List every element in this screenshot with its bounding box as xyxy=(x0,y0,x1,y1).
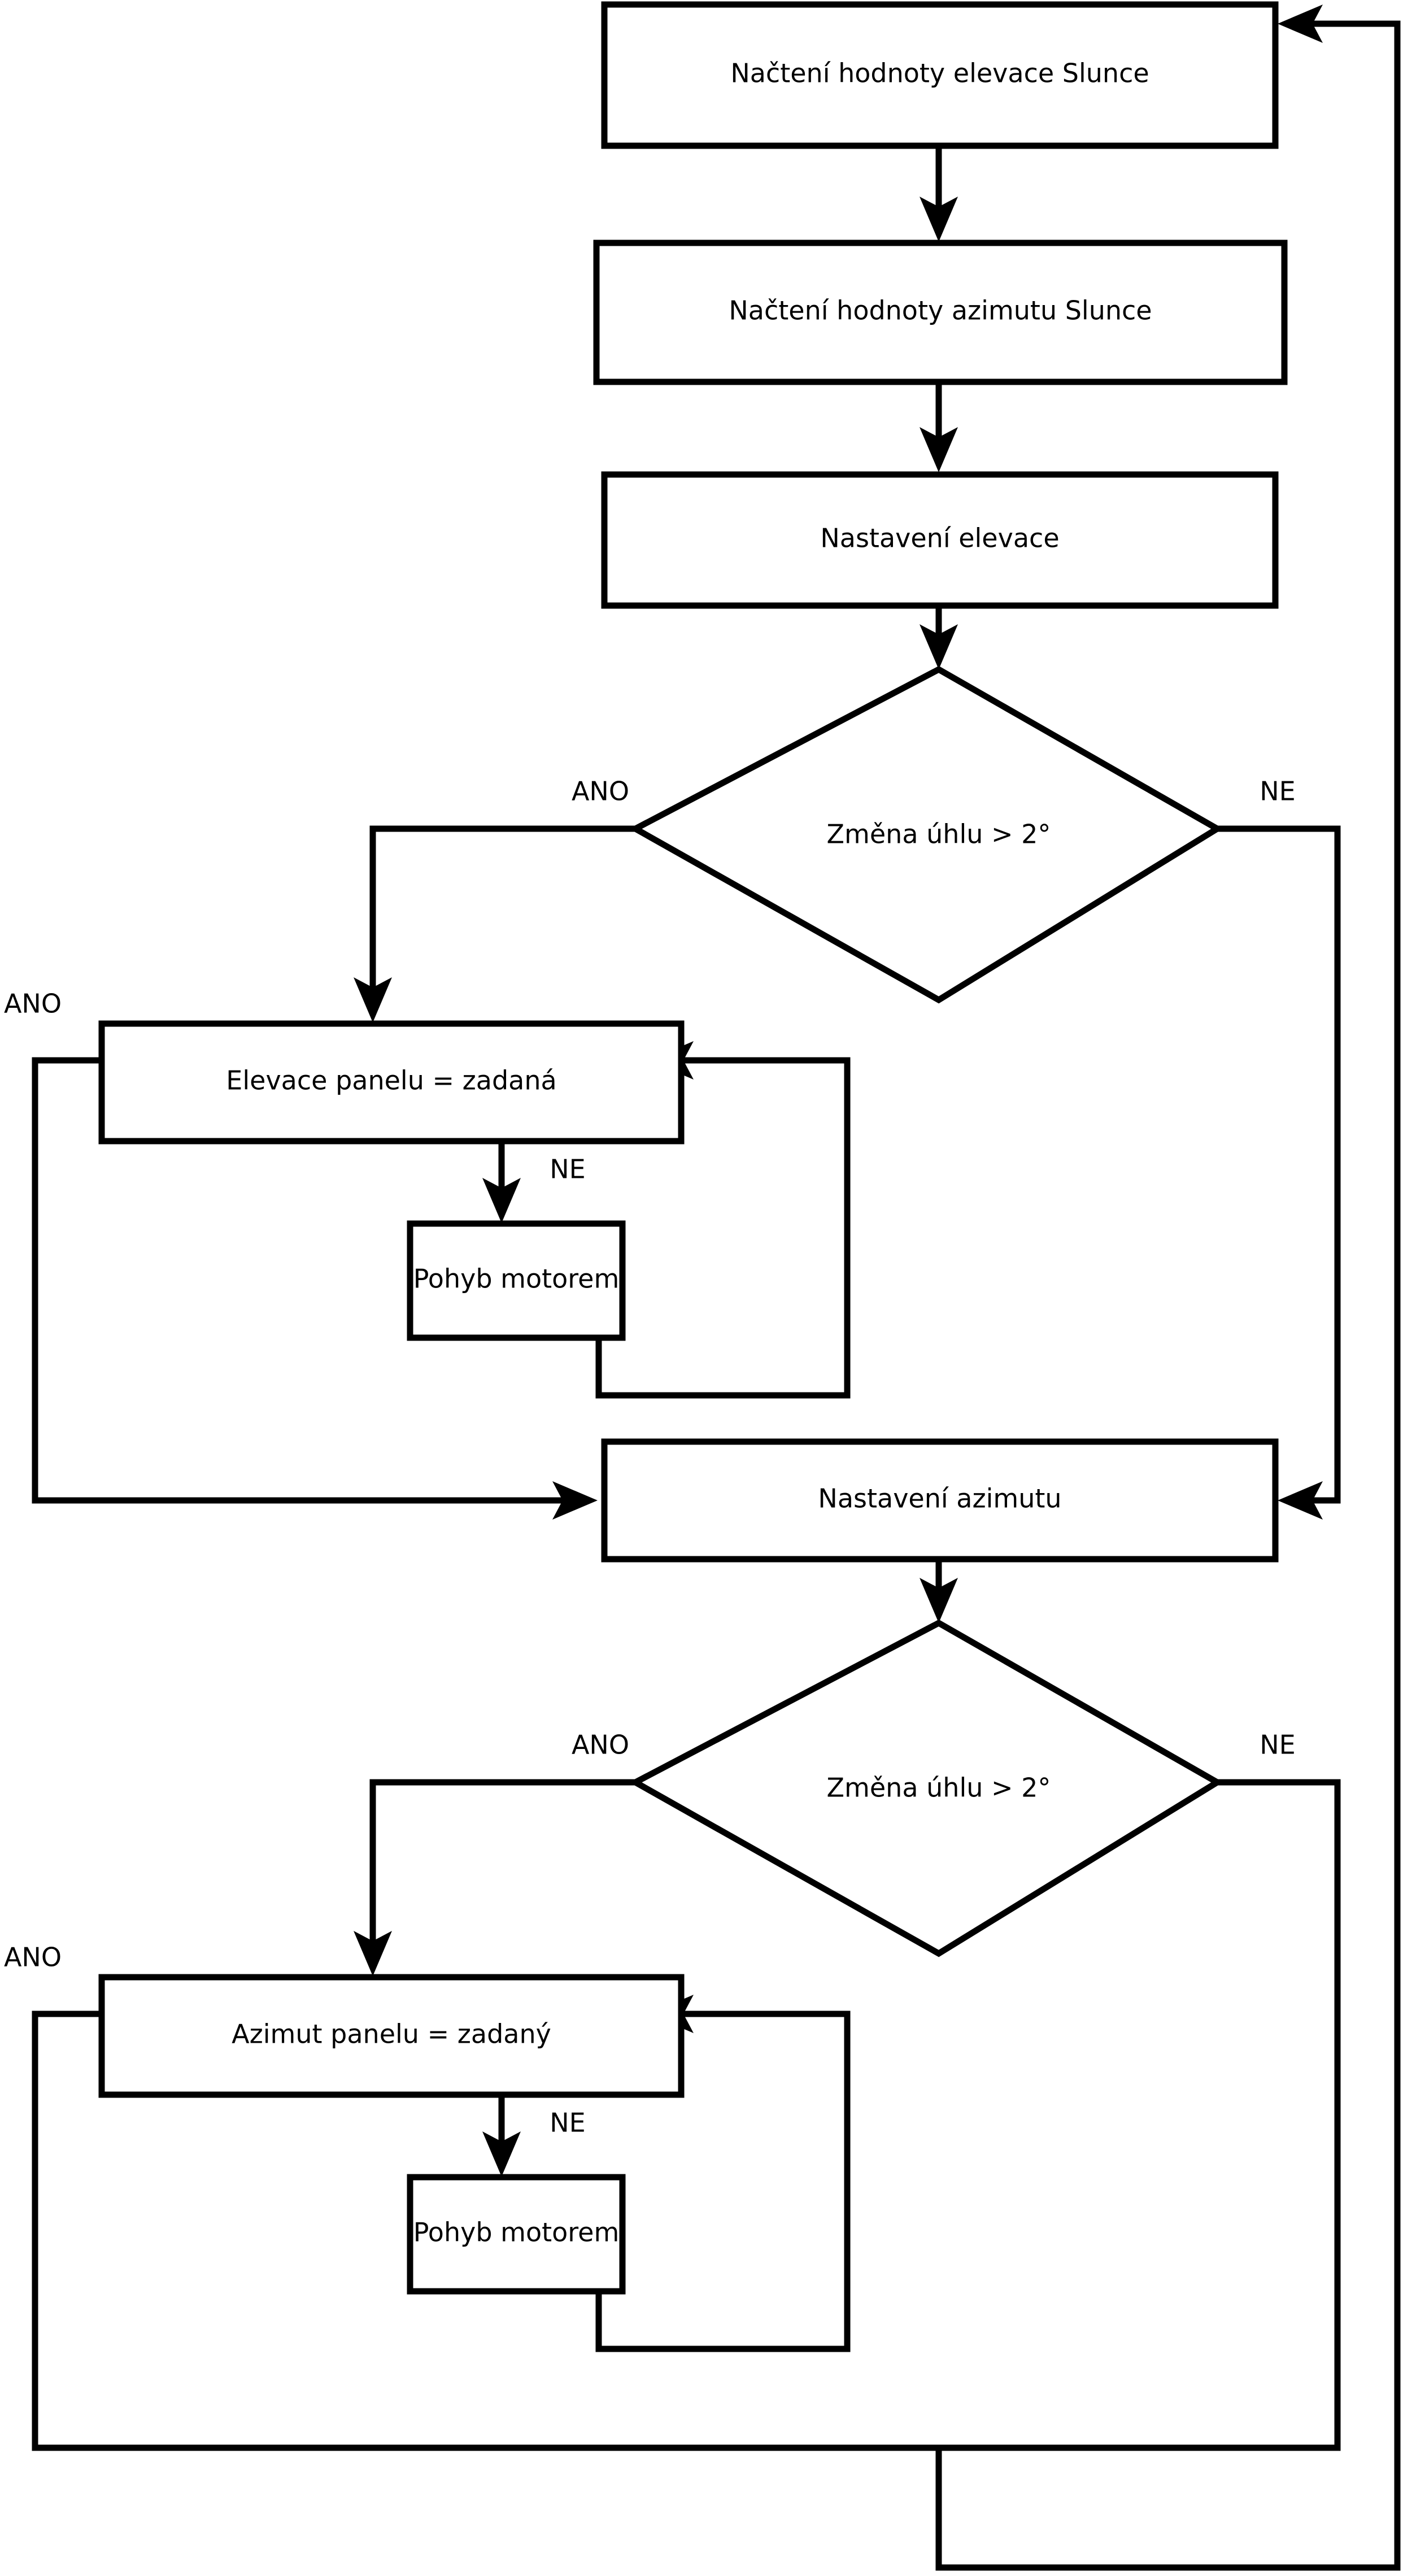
edge-d2-no-to-n1 xyxy=(935,5,1401,2571)
node-label-n5: Pohyb motorem xyxy=(413,1264,620,1294)
edge-label-n7-yes: ANO xyxy=(4,1942,62,1973)
node-label-d1: Změna úhlu > 2° xyxy=(827,819,1051,850)
edge-n7-yes-to-n1 xyxy=(32,2011,939,2451)
node-label-n4: Elevace panelu = zadaná xyxy=(226,1065,556,1096)
node-box-n2[interactable] xyxy=(593,240,1288,385)
edge-n2-to-n3 xyxy=(920,382,958,472)
edge-label-d2-no: NE xyxy=(1260,1730,1295,1760)
node-box-n3[interactable] xyxy=(601,471,1279,609)
node-box-n8[interactable] xyxy=(407,2174,626,2295)
node-label-n3: Nastavení elevace xyxy=(820,523,1059,554)
node-pohyb-motorem-azimut[interactable]: Pohyb motorem xyxy=(407,2174,626,2295)
edge-n6-to-d2 xyxy=(920,1559,958,1623)
node-label-n7: Azimut panelu = zadaný xyxy=(232,2019,551,2050)
edge-d2-yes-to-n7 xyxy=(354,1779,635,1976)
node-label-n8: Pohyb motorem xyxy=(413,2217,620,2248)
node-label-n6: Nastavení azimutu xyxy=(818,1483,1061,1514)
edge-n4-yes-to-n6 xyxy=(32,1057,598,1520)
edge-n3-to-d1 xyxy=(920,606,958,669)
edge-label-d1-yes: ANO xyxy=(572,776,629,807)
node-azimut-panelu-zadany[interactable]: Azimut panelu = zadaný xyxy=(98,1974,685,2098)
node-decision-zmena-uhlu-elevace[interactable]: Změna úhlu > 2° xyxy=(629,665,1223,1004)
edge-label-d1-no: NE xyxy=(1260,776,1295,807)
edge-label-n7-no: NE xyxy=(550,2108,585,2138)
node-nastaveni-azimutu[interactable]: Nastavení azimutu xyxy=(601,1438,1279,1563)
node-label-n1: Načtení hodnoty elevace Slunce xyxy=(730,58,1149,89)
edge-d1-no-to-n6 xyxy=(1217,825,1341,1520)
node-box-n4[interactable] xyxy=(98,1020,685,1145)
node-diamond-d1[interactable] xyxy=(629,665,1223,1004)
node-decision-zmena-uhlu-azimut[interactable]: Změna úhlu > 2° xyxy=(629,1619,1223,1957)
node-nacteni-azimutu-slunce[interactable]: Načtení hodnoty azimutu Slunce xyxy=(593,240,1288,385)
node-box-n6[interactable] xyxy=(601,1438,1279,1563)
edge-n7-no-to-n8 xyxy=(482,2096,521,2177)
node-box-n5[interactable] xyxy=(407,1220,626,1341)
node-label-n2: Načtení hodnoty azimutu Slunce xyxy=(729,295,1152,326)
node-box-n7[interactable] xyxy=(98,1974,685,2098)
node-nacteni-elevace-slunce[interactable]: Načtení hodnoty elevace Slunce xyxy=(601,1,1279,149)
node-diamond-d2[interactable] xyxy=(629,1619,1223,1957)
node-elevace-panelu-zadana[interactable]: Elevace panelu = zadaná xyxy=(98,1020,685,1145)
node-nastaveni-elevace[interactable]: Nastavení elevace xyxy=(601,471,1279,609)
edge-label-n4-yes: ANO xyxy=(4,989,62,1019)
edge-label-d2-yes: ANO xyxy=(572,1730,629,1760)
edge-n1-to-n2 xyxy=(920,146,958,242)
edge-n4-no-to-n5 xyxy=(482,1142,521,1223)
edge-label-n4-no: NE xyxy=(550,1154,585,1185)
node-label-d2: Změna úhlu > 2° xyxy=(827,1773,1051,1803)
node-pohyb-motorem-elevace[interactable]: Pohyb motorem xyxy=(407,1220,626,1341)
node-box-n1[interactable] xyxy=(601,1,1279,149)
edge-d1-yes-to-n4 xyxy=(354,825,635,1022)
